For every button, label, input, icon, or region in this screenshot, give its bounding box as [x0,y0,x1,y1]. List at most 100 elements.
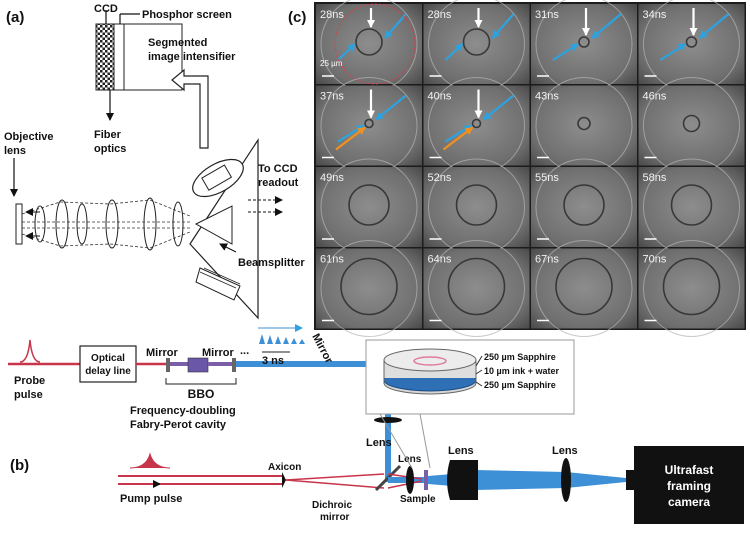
frame-time-label: 28ns [428,9,452,21]
phosphor-screen [113,23,125,91]
bubble [685,36,698,48]
mirror-left-label: Mirror [146,347,179,359]
bubble [447,257,506,316]
bubble [455,184,498,226]
delay-label-2: delay line [85,366,131,377]
frame-time-label: 64ns [428,254,452,266]
objective-label-1: Objective [4,131,54,143]
train-pulse [299,339,305,344]
vertical-lens-label: Lens [366,437,392,449]
ellipsis-label: ... [240,345,249,357]
camera-label-2: framing [667,479,711,493]
pump-pulse-icon [129,452,171,469]
probe-label-1: Probe [14,375,45,387]
frame-5: 37ns [316,77,422,174]
top-sapphire [383,348,477,372]
frame-12: 58ns [638,158,745,256]
intensifier-label-1: Segmented [148,37,207,49]
blue-arrow [375,94,407,121]
frame-image [638,85,745,166]
camera-label-1: Ultrafast [665,463,714,477]
frame-time-label: 55ns [535,172,559,184]
train-pulse [283,337,289,344]
panel-b: (b) Probe pulse Optical delay line Mirro… [8,324,744,524]
frame-16: 70ns [638,240,745,337]
frame-time-label: 58ns [643,172,667,184]
frame-4: 34ns [638,0,745,93]
far-lens-label: Lens [552,445,578,457]
bubble [555,257,613,316]
ccd-block [95,23,115,91]
frame-9: 49ns [316,158,422,256]
beamsplitter-label: Beamsplitter [238,257,305,269]
cavity-label-1: Frequency-doubling [130,405,236,417]
frame-image [423,167,530,247]
frame-image [638,167,745,247]
frame-image [531,4,637,84]
axicon [282,472,286,488]
scale-bar-label: 25 µm [320,59,343,68]
vertical-lens [374,417,402,423]
frame-3: 31ns [531,0,637,93]
frame-2: 28ns [423,0,530,93]
chamber-outline [535,240,633,337]
dichroic-label-2: mirror [320,512,350,523]
frame-time-label: 28ns [320,9,344,21]
probe-pulse-icon [19,339,41,363]
frame-image [531,85,637,166]
mirror-right-label: Mirror [202,347,235,359]
readout-label-1: To CCD [258,163,298,175]
lower-detector [195,267,241,301]
intensifier-label-2: image intensifier [148,51,236,63]
cavity-bracket [165,378,237,385]
bubble [563,184,605,226]
bubble [348,184,390,226]
frame-time-label: 46ns [643,91,667,103]
layer-label-3: 250 µm Sapphire [484,380,556,390]
bbo-label: BBO [188,387,215,401]
big-lens [447,460,478,500]
blue-arrow [491,13,515,39]
frame-1: 28ns 25 µm [316,0,422,93]
image-path-arrow [171,68,209,149]
frame-image [638,4,745,84]
bubble [471,118,482,129]
frame-image [531,167,637,247]
bubble [670,184,713,226]
lens-train [34,197,184,251]
sample-lens-label: Lens [398,454,422,465]
cavity-mirror-right [232,358,236,372]
objective-label-2: lens [4,145,26,157]
blue-arrow [659,43,687,61]
frame-image [423,85,530,166]
frame-image [316,85,422,166]
bbo-crystal [187,357,209,373]
blue-arrow [591,13,622,39]
train-pulse [259,334,265,344]
frame-13: 61ns [316,240,422,337]
blue-arrow [698,13,730,39]
prism [194,205,233,245]
camera-label-3: camera [668,495,710,509]
fold-mirror-label: Mirror [309,332,335,366]
frame-time-label: 70ns [643,254,667,266]
bubble [682,114,701,133]
blue-arrow [337,43,356,61]
bubble [662,257,721,316]
chamber-outline [428,240,525,337]
sample-label: Sample [400,494,436,505]
pulse-train [259,334,305,344]
frame-time-label: 34ns [643,9,667,21]
frame-time-label: 43ns [535,91,559,103]
blue-arrow [552,43,579,61]
frame-time-label: 49ns [320,172,344,184]
axicon-label: Axicon [268,462,301,473]
blue-arrow [482,94,515,121]
pump-label: Pump pulse [120,493,182,505]
panel-a: (a) CCD Phosphor screen Segmented image … [4,3,305,320]
orange-arrow [442,126,474,151]
frame-time-label: 61ns [320,254,344,266]
delay-label-1: Optical [91,353,125,364]
